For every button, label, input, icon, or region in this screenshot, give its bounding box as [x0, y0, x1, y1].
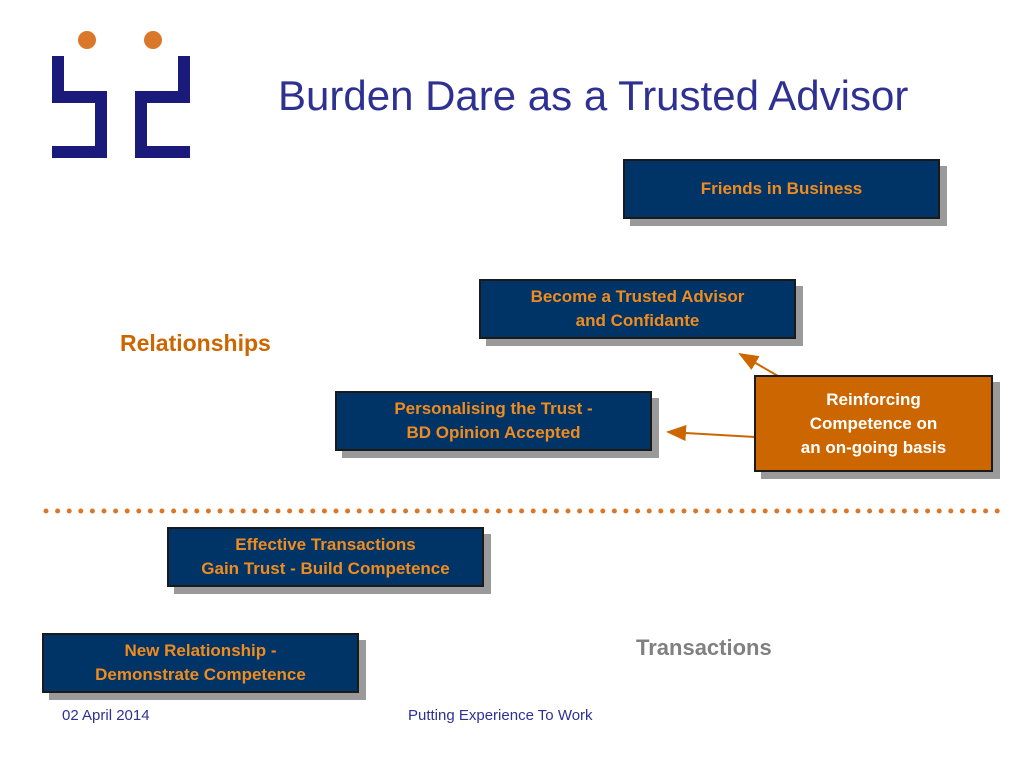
step-line-2: Demonstrate Competence [95, 665, 306, 684]
step-friends-in-business: Friends in Business [623, 159, 940, 219]
footer-date: 02 April 2014 [62, 707, 150, 724]
step-line-2: and Confidante [575, 311, 700, 330]
transactions-label: Transactions [636, 635, 772, 660]
callout-line-1: Reinforcing [826, 389, 921, 409]
step-new-relationship: New Relationship - Demonstrate Competenc… [42, 633, 359, 693]
footer-tagline: Putting Experience To Work [408, 707, 593, 724]
step-line-1: Friends in Business [700, 179, 863, 198]
arrow-to-trusted-advisor [738, 352, 779, 377]
reinforcing-callout: Reinforcing Competence on an on-going ba… [754, 375, 993, 472]
step-line-1: Become a Trusted Advisor [530, 287, 745, 306]
step-effective-transactions: Effective Transactions Gain Trust - Buil… [167, 527, 484, 587]
slide-title: Burden Dare as a Trusted Advisor [278, 72, 909, 119]
relationships-label: Relationships [120, 330, 271, 356]
arrow-to-personalising [666, 425, 756, 442]
callout-line-3: an on-going basis [800, 437, 947, 457]
step-line-2: Gain Trust - Build Competence [201, 559, 450, 578]
step-line-2: BD Opinion Accepted [406, 423, 581, 442]
step-line-1: New Relationship - [124, 641, 277, 660]
step-personalising-trust: Personalising the Trust - BD Opinion Acc… [335, 391, 652, 451]
dotted-divider [43, 508, 1000, 514]
step-line-1: Personalising the Trust - [394, 399, 593, 418]
bd-logo-icon [52, 31, 190, 158]
callout-line-2: Competence on [809, 413, 938, 433]
step-line-1: Effective Transactions [235, 535, 416, 554]
step-trusted-advisor: Become a Trusted Advisor and Confidante [479, 279, 796, 339]
